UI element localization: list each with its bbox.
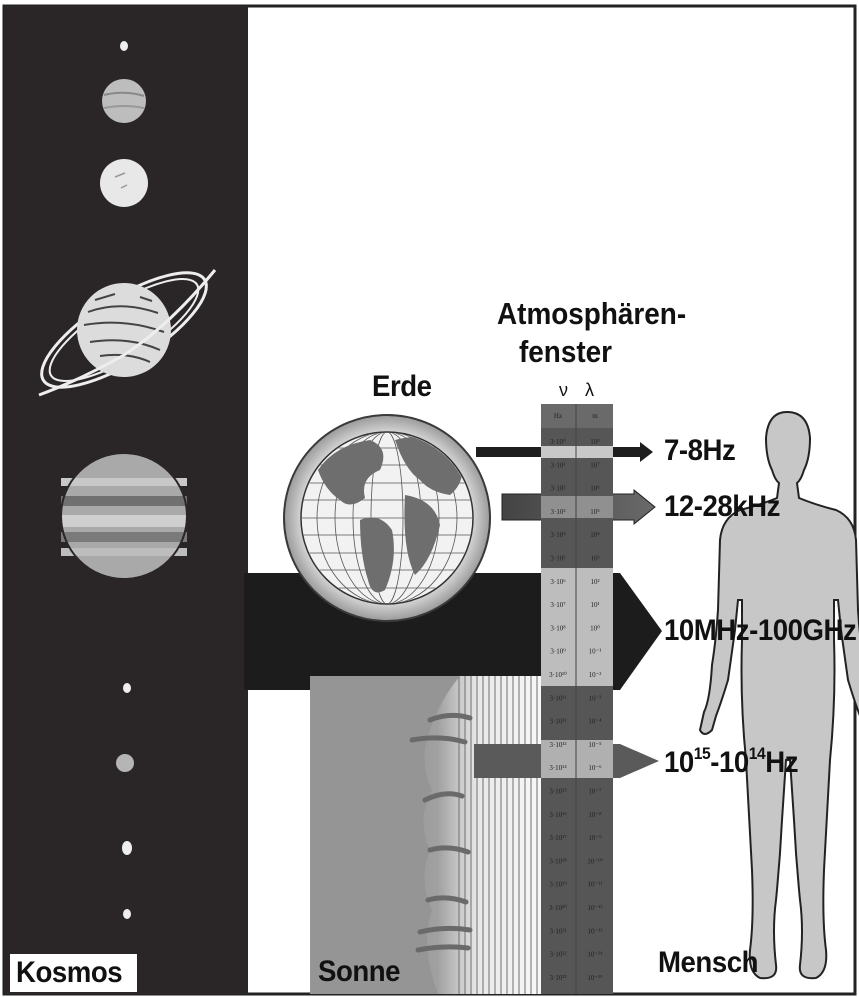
spectrum-row-lambda: 10¹ bbox=[590, 601, 599, 609]
planet-mercury bbox=[116, 754, 134, 772]
spectrum-row-lambda: 10⁴ bbox=[590, 531, 600, 539]
spectrum-row-lambda: 10⁶ bbox=[590, 485, 600, 493]
spectrum-row-nu: 3·10¹ bbox=[551, 461, 566, 469]
planet-jupiter bbox=[61, 453, 187, 579]
label-erde: Erde bbox=[372, 370, 432, 404]
small-moon-1 bbox=[123, 683, 131, 693]
band-optical-base2: 10 bbox=[719, 746, 749, 779]
title-line2: fenster bbox=[519, 334, 612, 370]
spectrum-row-nu: 3·10¹⁷ bbox=[549, 834, 567, 842]
spectrum-row-lambda: 10⁷ bbox=[590, 461, 600, 469]
planet-mars bbox=[102, 79, 146, 123]
band-label-12-28khz: 12-28kHz bbox=[664, 490, 780, 524]
band-optical-base1: 10 bbox=[664, 746, 694, 779]
spectrum-row-nu: 3·10¹⁹ bbox=[549, 881, 567, 889]
spectrum-row-nu: 3·10²¹ bbox=[549, 927, 566, 935]
spectrum-row-lambda: 10⁻¹⁵ bbox=[587, 974, 603, 982]
spectrum-row-nu: 3·10⁸ bbox=[550, 624, 566, 632]
spectrum-row-lambda: 10⁻¹⁰ bbox=[587, 857, 603, 865]
spectrum-header-nu: Hz bbox=[554, 412, 562, 420]
spectrum-row-lambda: 10⁻⁴ bbox=[588, 718, 602, 726]
title-line1: Atmosphären- bbox=[497, 296, 686, 332]
spectrum-row-nu: 3·10³ bbox=[551, 508, 566, 516]
band-label-10mhz-100ghz: 10MHz-100GHz bbox=[664, 614, 856, 648]
spectrum-row-nu: 3·10¹⁴ bbox=[549, 764, 567, 772]
spectrum-row-nu: 3·10¹² bbox=[549, 718, 566, 726]
small-moon-2 bbox=[122, 841, 132, 855]
band-optical-exp2: 14 bbox=[749, 744, 765, 763]
spectrum-row-lambda: 10² bbox=[590, 578, 599, 586]
spectrum-row-nu: 3·10⁹ bbox=[550, 648, 566, 656]
spectrum-row-lambda: 10⁻¹³ bbox=[588, 927, 603, 935]
sun-panel bbox=[310, 676, 542, 994]
spectrum-row-nu: 3·10¹⁶ bbox=[549, 811, 567, 819]
spectrum-row-lambda: 10⁻¹⁴ bbox=[587, 951, 603, 959]
spectrum-row-lambda: 10⁸ bbox=[590, 438, 600, 446]
spectrum-row-nu: 3·10⁶ bbox=[550, 578, 566, 586]
spectrum-row-lambda: 10⁻² bbox=[589, 671, 602, 679]
spectrum-row-lambda: 10⁻¹² bbox=[588, 904, 603, 912]
planet-venus bbox=[100, 159, 148, 207]
spectrum-row-nu: 3·10² bbox=[551, 485, 566, 493]
spectrum-row-nu: 3·10²³ bbox=[549, 974, 566, 982]
spectrum-row-nu: 3·10⁴ bbox=[550, 531, 566, 539]
band-label-7-8hz: 7-8Hz bbox=[664, 434, 735, 468]
spectrum-row-nu: 3·10²⁰ bbox=[549, 904, 567, 912]
spectrum-row-nu: 3·10¹³ bbox=[549, 741, 566, 749]
spectrum-row-lambda: 10⁻⁹ bbox=[588, 834, 602, 842]
spectrum-row-nu: 3·10⁵ bbox=[550, 555, 566, 563]
spectrum-header-lambda: m bbox=[592, 412, 598, 420]
small-moon-top bbox=[120, 41, 128, 51]
spectrum-row-nu: 3·10¹⁵ bbox=[549, 788, 567, 796]
spectrum-row-lambda: 10⁻¹¹ bbox=[588, 881, 603, 889]
column-symbol-lambda: λ bbox=[585, 380, 594, 401]
spectrum-row-nu: 3·10²² bbox=[549, 951, 566, 959]
spectrum-row-lambda: 10⁻⁷ bbox=[588, 788, 602, 796]
spectrum-row-lambda: 10⁻⁵ bbox=[588, 741, 602, 749]
band-optical-exp1: 15 bbox=[694, 744, 710, 763]
earth-globe bbox=[284, 415, 490, 621]
spectrum-row-nu: 3·10⁷ bbox=[550, 601, 566, 609]
spectrum-row-lambda: 10³ bbox=[590, 555, 599, 563]
spectrum-row-lambda: 10⁵ bbox=[590, 508, 600, 516]
spectrum-row-nu: 3·10⁰ bbox=[550, 438, 566, 446]
band-optical-dash: - bbox=[710, 746, 719, 779]
spectrum-row-nu: 3·10¹⁸ bbox=[549, 857, 567, 865]
label-mensch: Mensch bbox=[658, 946, 758, 980]
label-sonne: Sonne bbox=[318, 955, 400, 989]
spectrum-row-nu: 3·10¹⁰ bbox=[549, 671, 567, 679]
column-symbol-nu: ν bbox=[559, 380, 568, 401]
small-moon-3 bbox=[123, 909, 131, 919]
spectrum-row-lambda: 10⁻⁸ bbox=[588, 811, 602, 819]
spectrum-row-nu: 3·10¹¹ bbox=[549, 694, 566, 702]
label-kosmos: Kosmos bbox=[16, 954, 122, 992]
band-optical-unit: Hz bbox=[765, 746, 798, 779]
spectrum-row-lambda: 10⁰ bbox=[590, 624, 600, 632]
label-kosmos-box: Kosmos bbox=[10, 954, 137, 992]
spectrum-row-lambda: 10⁻¹ bbox=[589, 648, 602, 656]
spectrum-row-lambda: 10⁻³ bbox=[589, 694, 602, 702]
band-label-optical: 1015-1014Hz bbox=[664, 746, 798, 780]
spectrum-row-lambda: 10⁻⁶ bbox=[588, 764, 602, 772]
